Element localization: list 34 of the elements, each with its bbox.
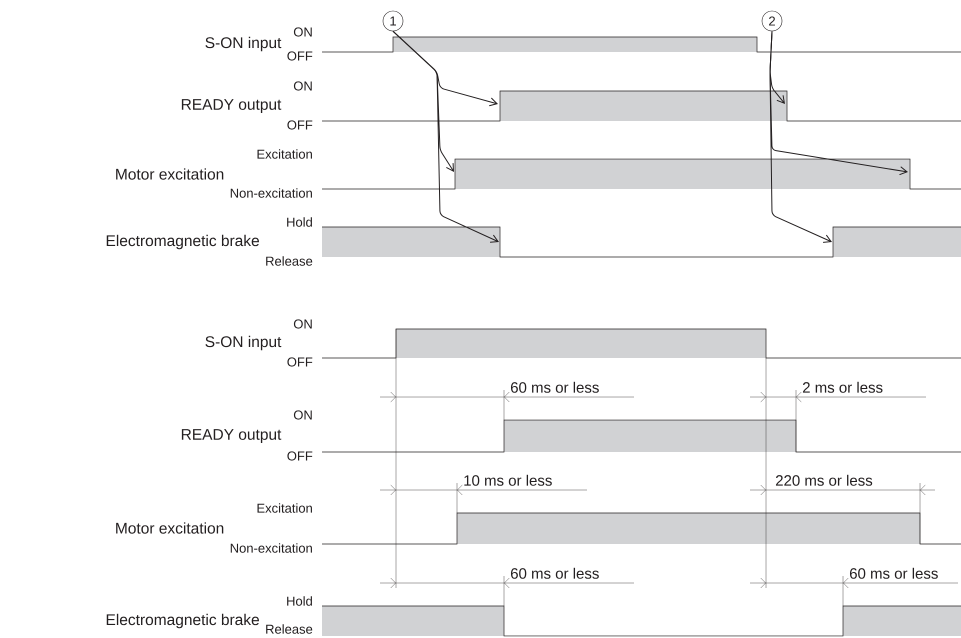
time-label: 10 ms or less bbox=[464, 474, 552, 486]
state-label: OFF bbox=[287, 357, 312, 367]
state-label: Excitation bbox=[258, 149, 312, 159]
arrow bbox=[770, 30, 832, 243]
time-label: 60 ms or less bbox=[510, 382, 599, 393]
state-label: OFF bbox=[287, 120, 312, 130]
state-label: ON bbox=[294, 27, 312, 37]
state-label: OFF bbox=[287, 51, 312, 61]
state-label: Release bbox=[266, 256, 312, 266]
state-label: OFF bbox=[287, 451, 312, 461]
step-number: 2 bbox=[762, 10, 782, 32]
signal-name: READY output bbox=[182, 429, 282, 443]
signal-name: READY output bbox=[182, 99, 282, 113]
signal-name: Electromagnetic brake bbox=[106, 614, 259, 628]
time-label: 60 ms or less bbox=[510, 568, 599, 579]
state-label: Non-excitation bbox=[230, 188, 312, 198]
state-label: Non-excitation bbox=[230, 543, 312, 553]
signal-name: S-ON input bbox=[205, 36, 282, 52]
arrow bbox=[392, 30, 499, 243]
state-label: ON bbox=[294, 319, 312, 329]
signal-name: Motor excitation bbox=[116, 522, 224, 534]
signal-name: Motor excitation bbox=[116, 168, 224, 180]
time-label: 60 ms or less bbox=[850, 568, 938, 579]
state-label: Release bbox=[266, 624, 312, 634]
step-number: 1 bbox=[382, 10, 404, 32]
time-label: 2 ms or less bbox=[802, 382, 882, 393]
state-label: ON bbox=[294, 410, 312, 420]
state-label: Hold bbox=[287, 596, 312, 606]
signal-name: Electromagnetic brake bbox=[106, 234, 259, 250]
state-label: Excitation bbox=[258, 503, 312, 513]
signal-name: S-ON input bbox=[205, 336, 282, 350]
state-label: ON bbox=[294, 81, 312, 91]
time-label: 220 ms or less bbox=[776, 474, 872, 486]
state-label: Hold bbox=[287, 217, 312, 227]
